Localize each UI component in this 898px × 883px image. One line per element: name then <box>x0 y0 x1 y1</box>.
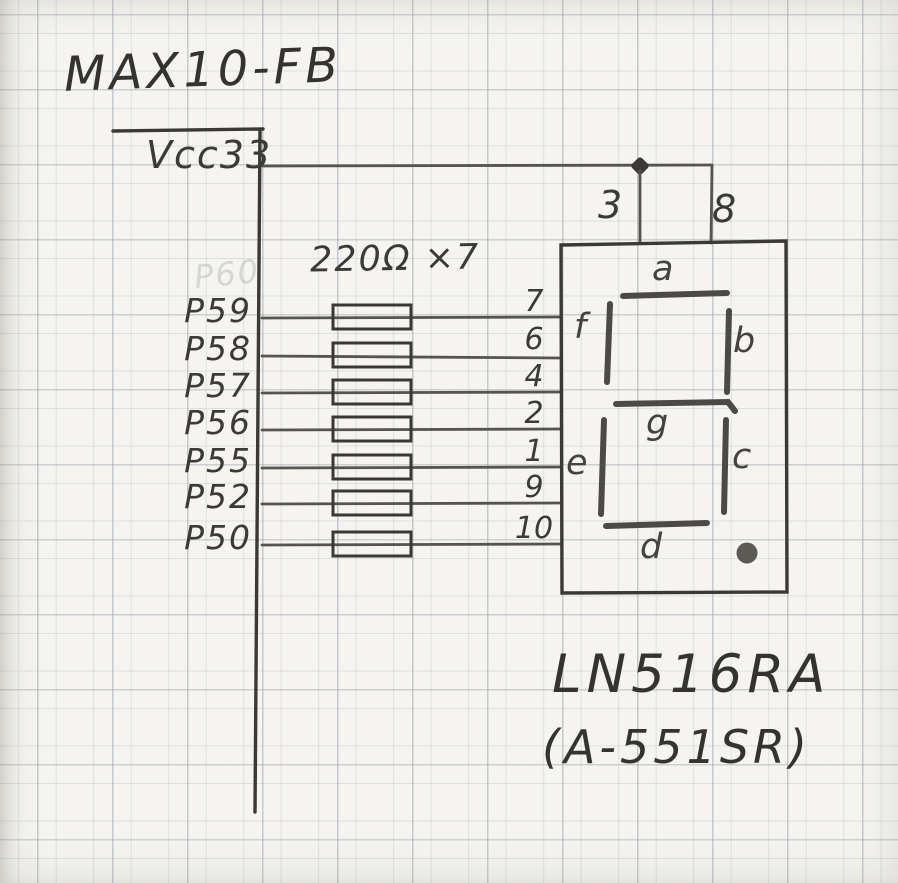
display-pin-number: 4 <box>524 359 544 394</box>
display-pin-number: 7 <box>524 284 544 319</box>
segment-e-label: e <box>566 443 588 483</box>
display-pin3-number: 3 <box>598 183 625 227</box>
segment-b-label: b <box>733 321 756 361</box>
chip-pin-label: P55 <box>184 441 252 480</box>
segment-c-label: c <box>732 437 752 477</box>
segment-c-bar <box>721 417 729 515</box>
segment-d-bar <box>603 520 710 529</box>
segment-f-bar <box>604 301 613 385</box>
signal-rows <box>260 303 562 558</box>
mcu-outline <box>111 127 265 814</box>
resistor-body <box>331 378 413 406</box>
resistor-body <box>331 489 413 517</box>
resistor-body <box>331 341 413 369</box>
display-pin8-number: 8 <box>712 187 739 231</box>
segment-g-label: g <box>646 403 669 443</box>
vcc-net <box>260 157 714 245</box>
resistor-body <box>331 415 413 443</box>
resistor-array-label: 220Ω ×7 <box>309 237 481 281</box>
display-alt-part-number: (A-551SR) <box>542 720 811 774</box>
segment-g-bar <box>613 398 738 414</box>
segment-b-bar <box>724 308 732 395</box>
vcc-pin-label: Vcc33 <box>146 133 273 177</box>
display-part-number: LN516RA <box>552 644 831 705</box>
decimal-point-dot <box>736 542 758 564</box>
mcu-right-edge <box>253 128 262 814</box>
chip-title: MAX10-FB <box>63 37 343 103</box>
seven-segment-face <box>598 290 758 564</box>
erased-pin-label: P60 <box>192 251 262 297</box>
wire-junction-dot <box>631 157 649 175</box>
vcc-drop-pin8 <box>709 164 714 245</box>
segment-a-bar <box>620 290 730 299</box>
display-package-box <box>559 239 789 595</box>
chip-pin-label: P50 <box>184 518 252 557</box>
chip-pin-label: P52 <box>184 477 252 516</box>
resistor-body <box>331 303 413 331</box>
chip-pin-label: P57 <box>184 366 252 405</box>
display-pin-number: 9 <box>524 470 544 505</box>
chip-pin-label: P58 <box>184 329 252 368</box>
segment-e-bar <box>598 417 607 517</box>
segment-d-label: d <box>640 527 663 567</box>
chip-pin-label: P56 <box>184 403 252 442</box>
segment-f-label: f <box>574 307 587 347</box>
display-pin-number: 10 <box>514 511 554 546</box>
display-pin-number: 2 <box>524 396 544 431</box>
display-pin-number: 6 <box>524 322 544 357</box>
resistor-body <box>331 530 413 558</box>
resistor-body <box>331 453 413 481</box>
segment-a-label: a <box>652 249 674 289</box>
display-outline <box>559 239 789 595</box>
chip-pin-label: P59 <box>184 291 252 330</box>
display-pin-number: 1 <box>524 434 544 469</box>
mcu-top-edge <box>111 127 265 133</box>
